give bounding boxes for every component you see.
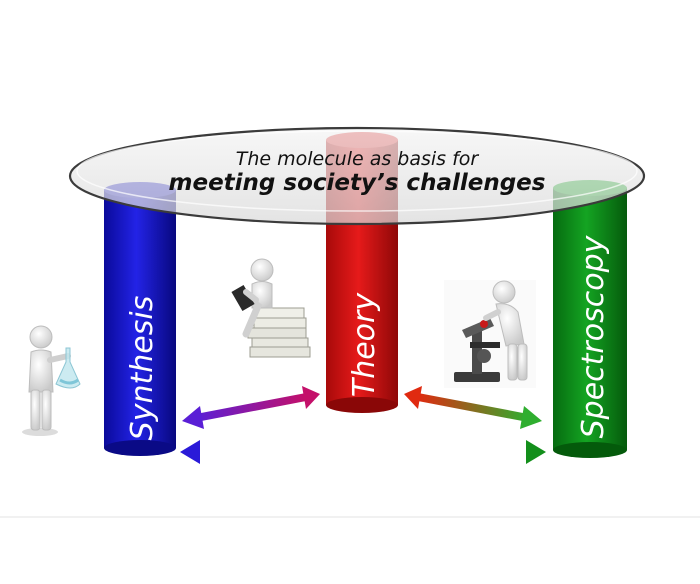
arrow-spectroscopy-theory [404,386,542,429]
title-line-1: The molecule as basis for [236,148,480,170]
arrow-synthesis-theory [182,386,320,429]
person-reading-on-books-icon [231,258,311,358]
person-at-microscope-icon [444,280,536,388]
arrow-synthesis-spectroscopy [180,440,546,464]
title-disk [68,126,646,226]
baseline-divider [0,516,700,518]
pillar-label-theory: Theory [347,292,382,397]
pillar-label-spectroscopy: Spectroscopy [576,234,611,438]
person-with-flask-icon [22,325,81,436]
title-line-2: meeting society’s challenges [169,170,546,196]
pillar-label-synthesis: Synthesis [125,296,160,441]
